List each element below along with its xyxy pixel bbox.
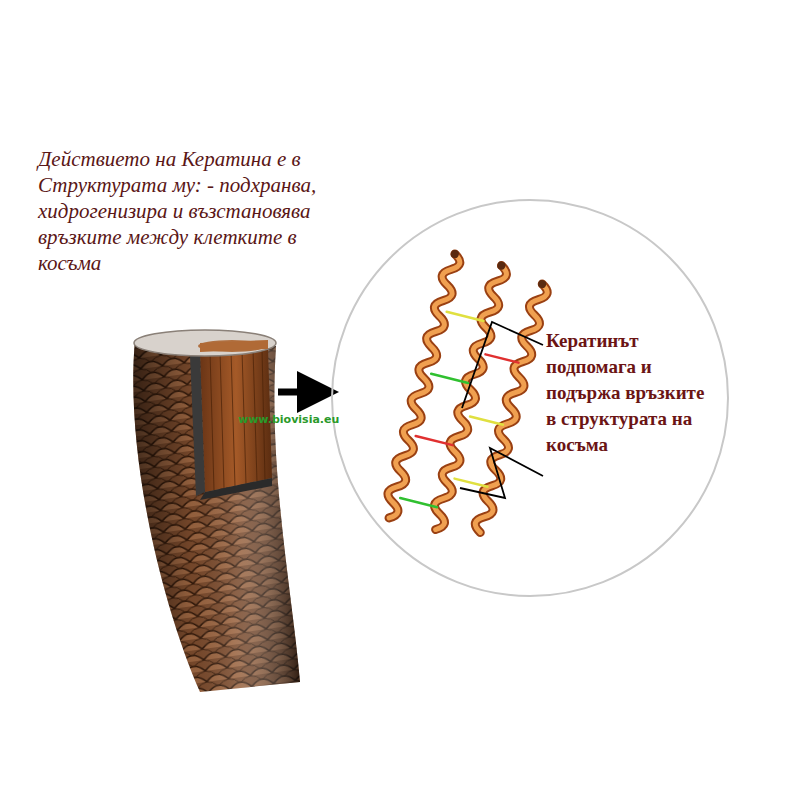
- pointer-arrow: [278, 389, 318, 396]
- zoom-circle: Кератинът подпомага и подържа връзките в…: [330, 198, 730, 598]
- callout-text: Кератинът подпомага и подържа връзките в…: [546, 328, 714, 458]
- watermark: www.biovisia.eu: [238, 413, 339, 426]
- keratin-helix: [382, 248, 552, 541]
- heading-text: Действието на Кератина е в Структурата м…: [38, 146, 338, 276]
- leader-lines: [460, 322, 543, 498]
- hair-shaft: [133, 330, 300, 692]
